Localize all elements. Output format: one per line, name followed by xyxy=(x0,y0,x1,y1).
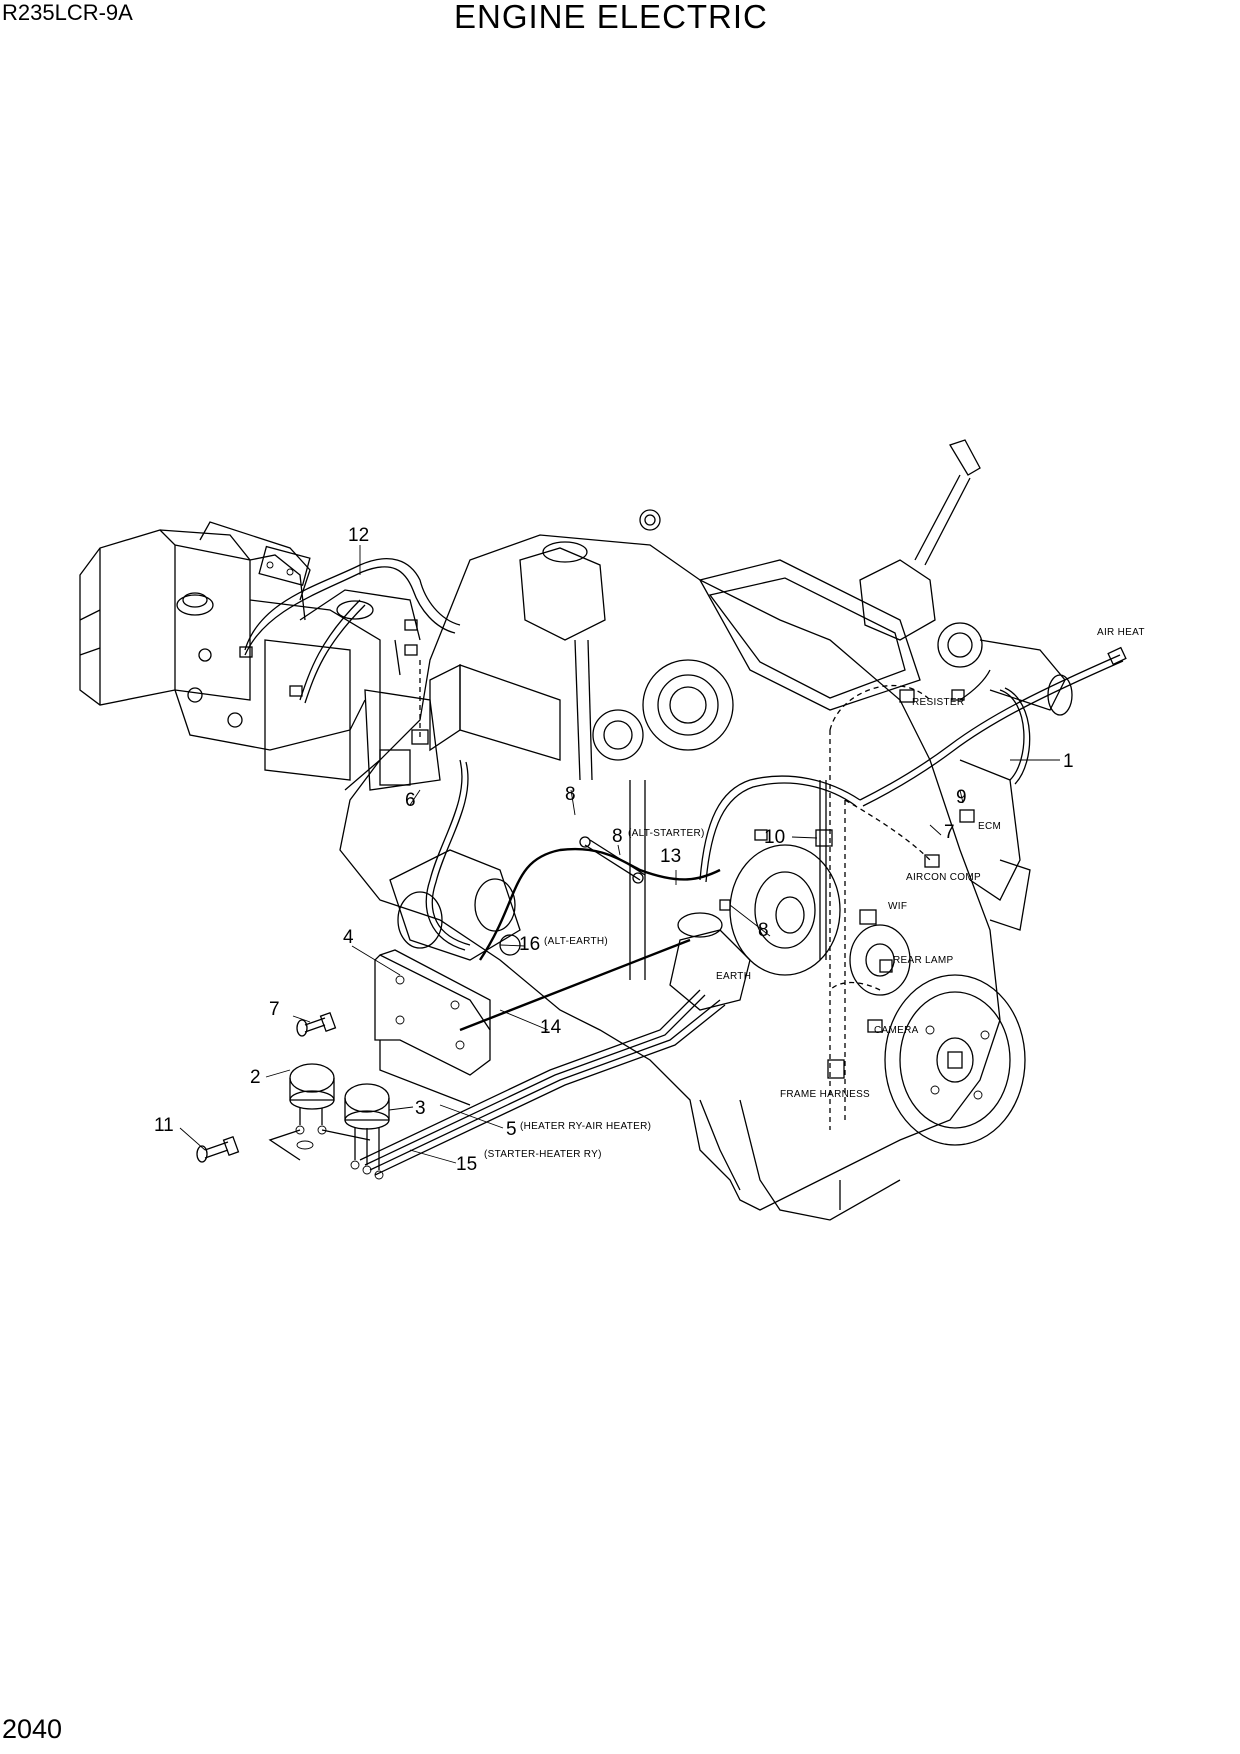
label-resister: RESISTER xyxy=(912,697,964,708)
callout-3: 3 xyxy=(415,1098,426,1119)
heater-relay-2 xyxy=(289,1063,335,1150)
bolt-11 xyxy=(196,1135,240,1163)
callout-8-top: 8 xyxy=(565,784,576,805)
label-alt-earth: (ALT-EARTH) xyxy=(544,936,608,947)
callout-13: 13 xyxy=(660,846,681,867)
page-number: 2040 xyxy=(2,1714,63,1744)
callout-10: 10 xyxy=(764,827,785,848)
label-air-heat: AIR HEAT xyxy=(1097,627,1145,638)
callout-7-bolt: 7 xyxy=(269,999,280,1020)
relay-bracket xyxy=(374,949,491,1106)
callout-1: 1 xyxy=(1063,751,1074,772)
callout-2: 2 xyxy=(250,1067,261,1088)
label-wif: WIF xyxy=(888,901,907,912)
engine-block xyxy=(339,439,1073,1221)
callout-8-mid: 8 xyxy=(612,826,623,847)
bolt-7 xyxy=(296,1011,337,1037)
label-starter-heater-ry: (STARTER-HEATER RY) xyxy=(484,1149,602,1160)
callout-15: 15 xyxy=(456,1154,477,1175)
label-rear-lamp: REAR LAMP xyxy=(893,955,954,966)
callout-12: 12 xyxy=(348,525,369,546)
callout-11: 11 xyxy=(154,1115,174,1136)
label-ecm: ECM xyxy=(978,821,1001,832)
leader-lines xyxy=(179,545,1060,1164)
callout-4: 4 xyxy=(343,927,354,948)
callout-7-ecm: 7 xyxy=(944,822,955,843)
page-title: ENGINE ELECTRIC xyxy=(454,0,768,35)
label-frame-harness: FRAME HARNESS xyxy=(780,1089,870,1100)
callout-6: 6 xyxy=(405,790,416,811)
wire-harness xyxy=(244,558,1127,1176)
label-alt-starter: (ALT-STARTER) xyxy=(628,828,705,839)
hydraulic-pump xyxy=(79,521,441,791)
starter-relay-3 xyxy=(344,1083,390,1180)
model-code: R235LCR-9A xyxy=(2,0,133,25)
callout-5: 5 xyxy=(506,1119,517,1140)
label-heater-ry-air-heater: (HEATER RY-AIR HEATER) xyxy=(520,1121,651,1132)
callout-16: 16 xyxy=(519,934,540,955)
callout-8-right: 8 xyxy=(758,920,769,941)
label-earth: EARTH xyxy=(716,971,751,982)
callout-9: 9 xyxy=(956,787,967,808)
label-aircon-comp: AIRCON COMP xyxy=(906,872,981,883)
callout-14: 14 xyxy=(540,1017,562,1038)
label-camera: CAMERA xyxy=(874,1025,919,1036)
